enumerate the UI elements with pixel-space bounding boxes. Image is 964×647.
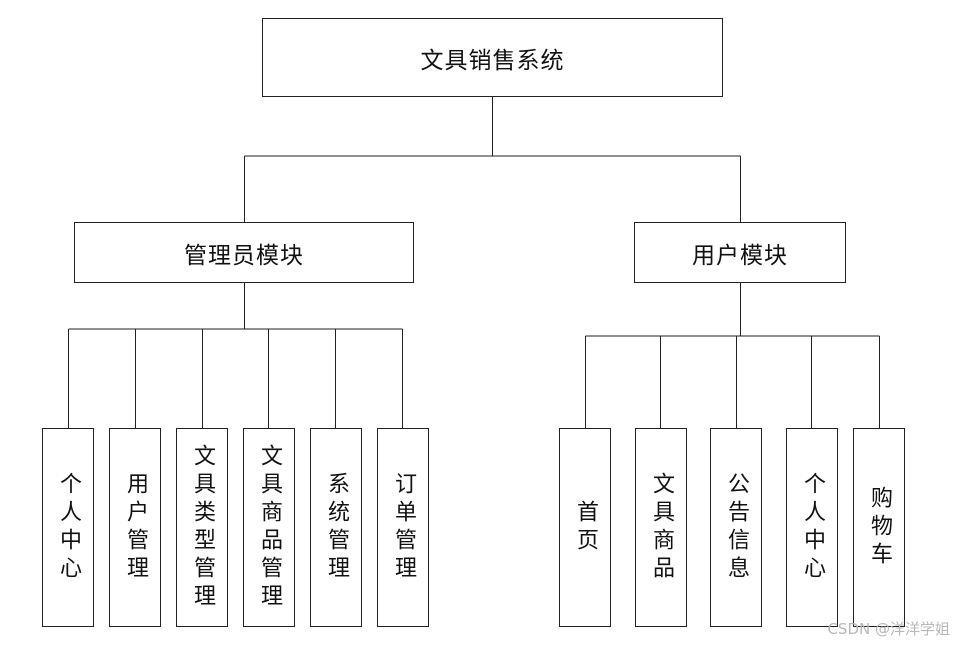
user-leaf-node: 首页 xyxy=(559,428,611,627)
user-leaf-node: 文具商品 xyxy=(635,428,687,627)
admin-leaf-node: 系统管理 xyxy=(310,428,362,627)
admin-leaf-label: 订单管理 xyxy=(391,471,416,584)
admin-module-label: 管理员模块 xyxy=(184,242,304,269)
user-module-node: 用户模块 xyxy=(634,222,846,283)
admin-leaf-label: 系统管理 xyxy=(324,471,349,584)
user-leaf-label: 文具商品 xyxy=(649,471,674,584)
admin-leaf-node: 用户管理 xyxy=(109,428,161,627)
user-leaf-label: 首页 xyxy=(573,499,598,556)
user-module-label: 用户模块 xyxy=(692,242,788,269)
user-leaf-label: 公告信息 xyxy=(724,471,749,584)
admin-leaf-node: 个人中心 xyxy=(42,428,94,627)
admin-leaf-node: 文具商品管理 xyxy=(243,428,295,627)
admin-leaf-node: 订单管理 xyxy=(377,428,429,627)
admin-module-node: 管理员模块 xyxy=(74,222,414,283)
user-leaf-node: 个人中心 xyxy=(786,428,838,627)
user-leaf-label: 购物车 xyxy=(867,485,892,570)
admin-leaf-node: 文具类型管理 xyxy=(176,428,228,627)
watermark: CSDN @洋洋学姐 xyxy=(827,620,950,638)
admin-leaf-label: 文具类型管理 xyxy=(190,443,215,612)
admin-leaf-label: 文具商品管理 xyxy=(257,443,282,612)
user-leaf-label: 个人中心 xyxy=(800,471,825,584)
root-node-label: 文具销售系统 xyxy=(420,47,565,74)
root-node: 文具销售系统 xyxy=(262,18,723,97)
user-leaf-node: 购物车 xyxy=(853,428,905,627)
admin-leaf-label: 用户管理 xyxy=(123,471,148,584)
user-leaf-node: 公告信息 xyxy=(710,428,762,627)
admin-leaf-label: 个人中心 xyxy=(56,471,81,584)
